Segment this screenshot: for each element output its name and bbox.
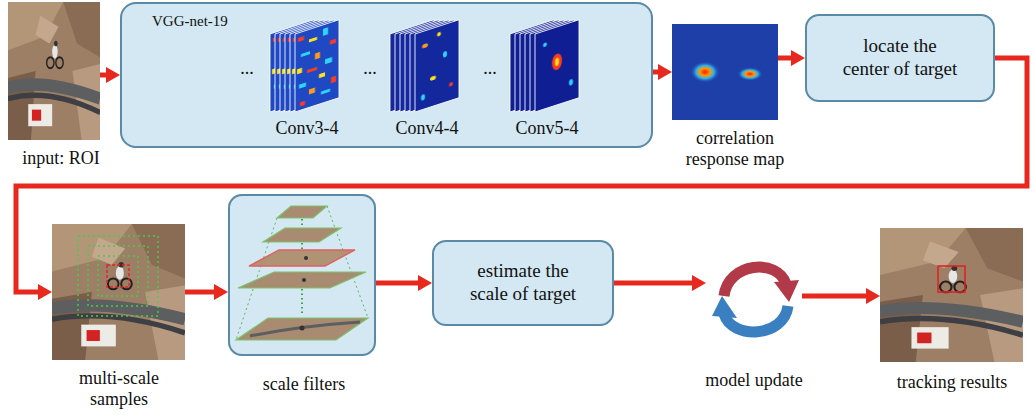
arrow-line	[100, 73, 106, 78]
feature-map-stack	[270, 20, 339, 112]
arrow-line	[778, 56, 791, 61]
flow-arrow	[376, 275, 432, 291]
box-label: estimate the scale of target	[463, 260, 583, 306]
arrow-head	[38, 284, 52, 300]
arrow-head	[866, 288, 880, 304]
ellipsis: ...	[355, 58, 385, 80]
arrow-line	[653, 70, 658, 75]
box-fill	[120, 2, 653, 148]
flow-arrow	[614, 275, 706, 291]
image-node: input: ROI	[8, 2, 100, 140]
arrow-head	[214, 284, 228, 300]
box-label: locate the center of target	[840, 35, 960, 81]
flow-arrow	[100, 67, 120, 83]
image-node: tracking results	[880, 228, 1023, 362]
flow-arrow	[653, 64, 672, 80]
arrow-head	[418, 275, 432, 291]
roi-photo	[8, 2, 100, 140]
scale-pyramid	[236, 206, 368, 340]
arrow-head	[692, 275, 706, 291]
image-node: multi-scale samples	[52, 224, 185, 360]
ellipsis: ...	[232, 58, 262, 80]
caption: multi-scale samples	[52, 368, 186, 409]
flow-arrow	[778, 50, 805, 66]
caption: model update	[689, 370, 819, 391]
box-fill	[228, 194, 376, 356]
caption: scale filters	[234, 374, 374, 395]
tracking-photo	[880, 228, 1023, 362]
flow-arrow	[802, 288, 880, 304]
process-box: estimate the scale of target	[432, 240, 614, 326]
feature-map-stack	[390, 20, 459, 112]
caption: tracking results	[878, 372, 1026, 393]
arrow-head	[106, 67, 120, 83]
response-map	[672, 24, 778, 120]
icon-node: model update	[706, 248, 802, 348]
ellipsis: ...	[475, 58, 505, 80]
feature-map-stack	[510, 20, 579, 112]
image-node: correlation response map	[672, 24, 778, 120]
layer-label: Conv5-4	[502, 118, 592, 140]
arrow-line	[614, 281, 692, 286]
arrow-head	[791, 50, 805, 66]
arrow-head	[658, 64, 672, 80]
layer-label: Conv4-4	[382, 118, 472, 140]
caption: correlation response map	[675, 128, 795, 169]
filter-box: scale filters	[228, 194, 376, 356]
network-box: VGG-net-19... Conv3-4... Conv4-4... Conv5-4	[120, 2, 653, 148]
process-box: locate the center of target	[805, 14, 995, 102]
multi-scale-photo	[52, 224, 185, 360]
arrow-line	[185, 290, 214, 295]
network-name: VGG-net-19	[152, 12, 262, 30]
arrow-line	[376, 281, 418, 286]
layer-label: Conv3-4	[262, 118, 352, 140]
arrow-line	[802, 294, 866, 299]
update-cycle-icon	[712, 267, 799, 332]
flow-arrow	[185, 284, 228, 300]
caption: input: ROI	[0, 148, 128, 169]
